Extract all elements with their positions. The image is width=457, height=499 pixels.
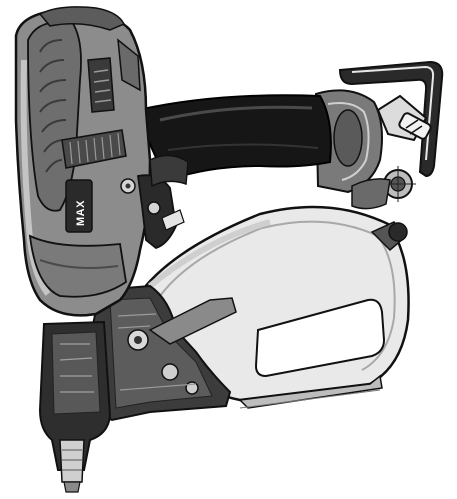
feed-mechanism: [90, 284, 237, 422]
air-fitting: [376, 94, 432, 142]
grip-handle: [136, 94, 332, 182]
exhaust-dial: [351, 166, 416, 210]
trigger-assembly: [120, 154, 189, 250]
brand-logo-text: MAX: [75, 200, 87, 226]
main-housing: MAX: [14, 6, 152, 317]
handle-end-cap: [314, 89, 383, 194]
rafter-hook: [338, 60, 444, 178]
nose-piece: [38, 320, 112, 493]
brand-logo: MAX: [65, 179, 93, 233]
coil-magazine: [136, 205, 410, 409]
